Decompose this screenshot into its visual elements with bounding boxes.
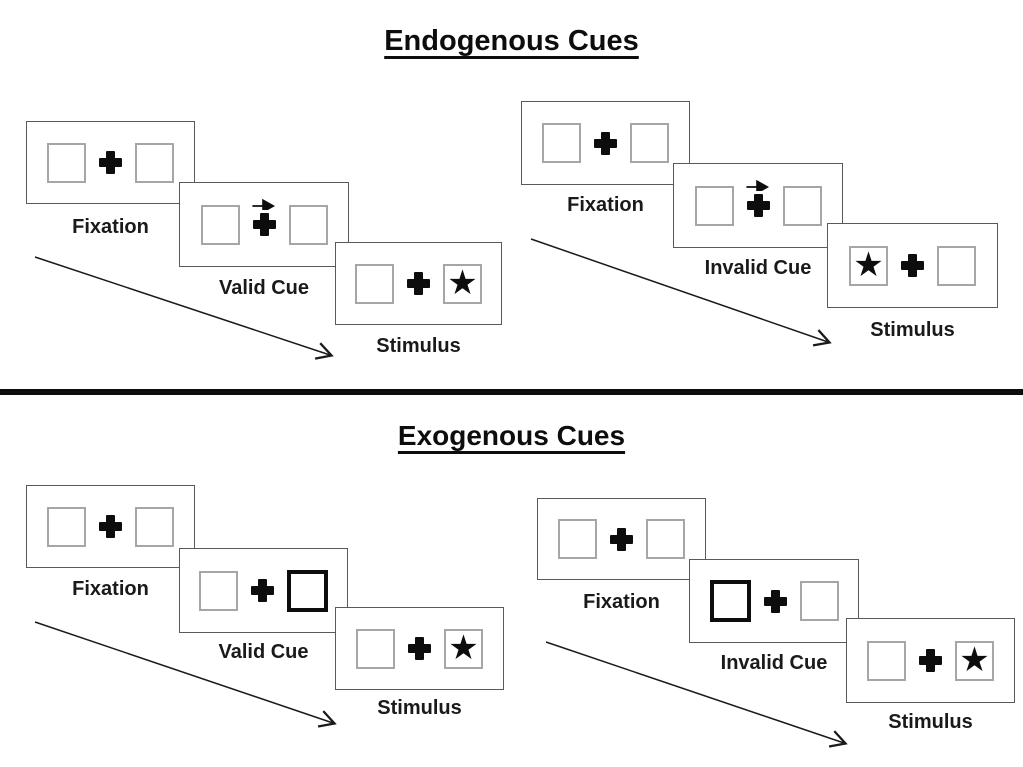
placeholder-box-right: [799, 581, 839, 621]
stimulus-panel: ★: [827, 223, 998, 308]
frame-label: Valid Cue: [218, 277, 310, 299]
fixation-panel: [26, 485, 195, 568]
placeholder-box-right: [288, 204, 328, 245]
frame-label: Stimulus: [376, 335, 461, 357]
placeholder-box-left: [355, 263, 394, 304]
target-box-right: ★: [444, 628, 483, 669]
placeholder-box-left: [542, 123, 581, 163]
frame-label: Fixation: [583, 591, 660, 613]
fixation-cross-icon: [594, 131, 617, 155]
cue-arrow-icon: [252, 198, 275, 210]
stimulus-panel: ★: [335, 242, 502, 325]
fixation-panel: [26, 121, 195, 204]
exogenous-title: Exogenous Cues: [397, 420, 626, 451]
cue-panel: [673, 163, 843, 248]
placeholder-box-right: [630, 123, 669, 163]
star-icon: ★: [448, 628, 479, 667]
section-divider: [0, 389, 1023, 395]
frame-label: Fixation: [72, 216, 149, 238]
star-icon: ★: [959, 640, 990, 679]
placeholder-box-left: [356, 628, 395, 669]
fixation-cross-icon: [610, 527, 633, 551]
frame-label: Invalid Cue: [720, 652, 828, 674]
peripheral-cue-box-left: [709, 580, 751, 622]
peripheral-cue-box-right: [287, 569, 328, 612]
fixation-cross-icon: [901, 254, 924, 277]
placeholder-box-right: [782, 185, 822, 226]
endogenous-title: Endogenous Cues: [384, 25, 639, 57]
frame-label: Stimulus: [888, 711, 973, 733]
placeholder-box-left: [47, 142, 86, 183]
placeholder-box-left: [200, 204, 240, 245]
target-box-left: ★: [849, 245, 888, 286]
stimulus-panel: ★: [846, 618, 1015, 703]
fixation-cross-icon: [252, 213, 276, 236]
fixation-cross-icon: [251, 579, 274, 602]
cue-panel: [689, 559, 859, 643]
placeholder-box-left: [694, 185, 734, 226]
fixation-cross-icon: [99, 515, 122, 538]
stimulus-panel: ★: [335, 607, 504, 690]
placeholder-box-left: [867, 640, 906, 681]
cue-panel: [179, 182, 349, 267]
cue-arrow-icon: [746, 179, 770, 191]
target-box-right: ★: [955, 640, 994, 681]
star-icon: ★: [447, 263, 478, 302]
placeholder-box-right: [646, 519, 685, 559]
timeline-arrow: [34, 256, 334, 360]
timeline-arrow: [545, 641, 848, 748]
cue-panel: [179, 548, 348, 633]
fixation-cross-icon: [99, 151, 122, 174]
fixation-cross-icon: [407, 272, 430, 295]
placeholder-box-right: [135, 142, 174, 183]
fixation-cross-icon: [746, 194, 770, 217]
frame-label: Stimulus: [377, 697, 462, 719]
placeholder-box-right: [937, 245, 976, 286]
fixation-cross-icon: [408, 637, 431, 660]
fixation-panel: [537, 498, 706, 580]
frame-label: Valid Cue: [218, 641, 309, 663]
frame-label: Stimulus: [870, 319, 955, 341]
fixation-panel: [521, 101, 690, 185]
star-icon: ★: [853, 245, 884, 284]
frame-label: Fixation: [567, 194, 644, 216]
timeline-arrow: [34, 621, 337, 728]
placeholder-box-right: [135, 506, 174, 547]
fixation-cross-icon: [763, 589, 787, 613]
timeline-arrow: [530, 238, 832, 347]
frame-label: Invalid Cue: [704, 257, 812, 279]
placeholder-box-left: [558, 519, 597, 559]
frame-label: Fixation: [72, 578, 149, 600]
placeholder-box-left: [199, 570, 238, 611]
fixation-cross-icon: [919, 649, 942, 672]
target-box-right: ★: [443, 263, 482, 304]
placeholder-box-left: [47, 506, 86, 547]
